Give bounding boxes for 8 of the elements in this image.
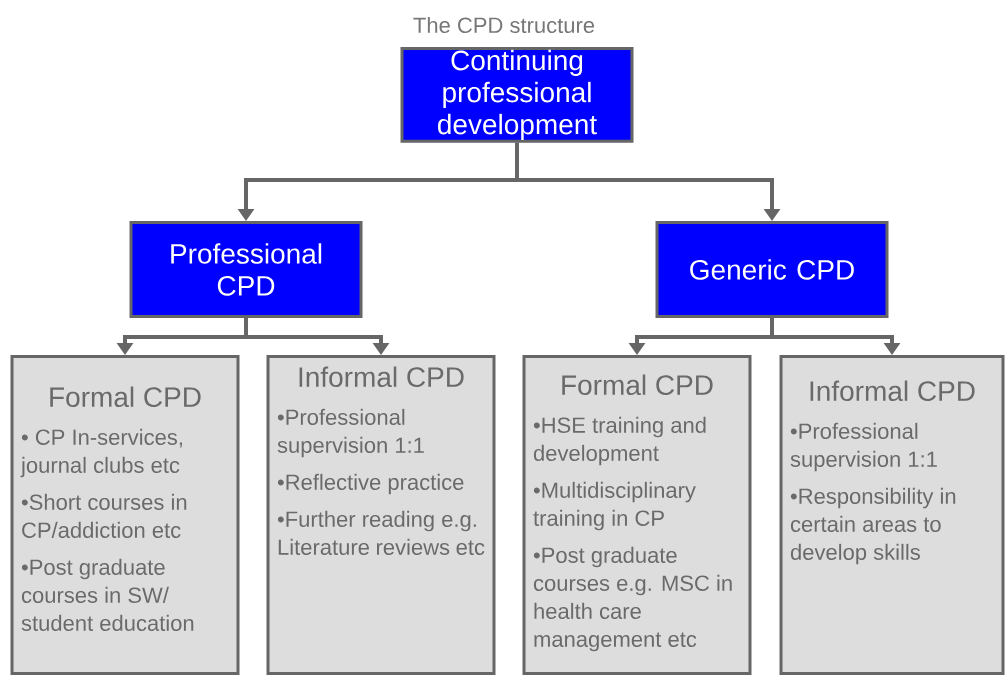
category-box: Generic CPD bbox=[655, 221, 889, 318]
list-box: Formal CPD • CP In-services, journal clubs etc •Short courses in CP/addiction etc •Post graduate courses in SW/ student education bbox=[10, 355, 240, 675]
list-box: Informal CPD •Professional supervision 1:1 •Reflective practice •Further reading e.g. Literature reviews etc bbox=[266, 355, 496, 675]
list-box: Formal CPD •HSE training and development •Multidisciplinary training in CP •Post graduate courses e.g. MSC in health care management etc bbox=[522, 355, 752, 675]
diagram-title: The CPD structure bbox=[413, 16, 595, 34]
list-box: Informal CPD •Professional supervision 1:1 •Responsibility in certain areas to develop skills bbox=[779, 355, 1005, 675]
category-box: Continuing professional development bbox=[400, 47, 634, 143]
category-box: Professional CPD bbox=[129, 221, 363, 318]
